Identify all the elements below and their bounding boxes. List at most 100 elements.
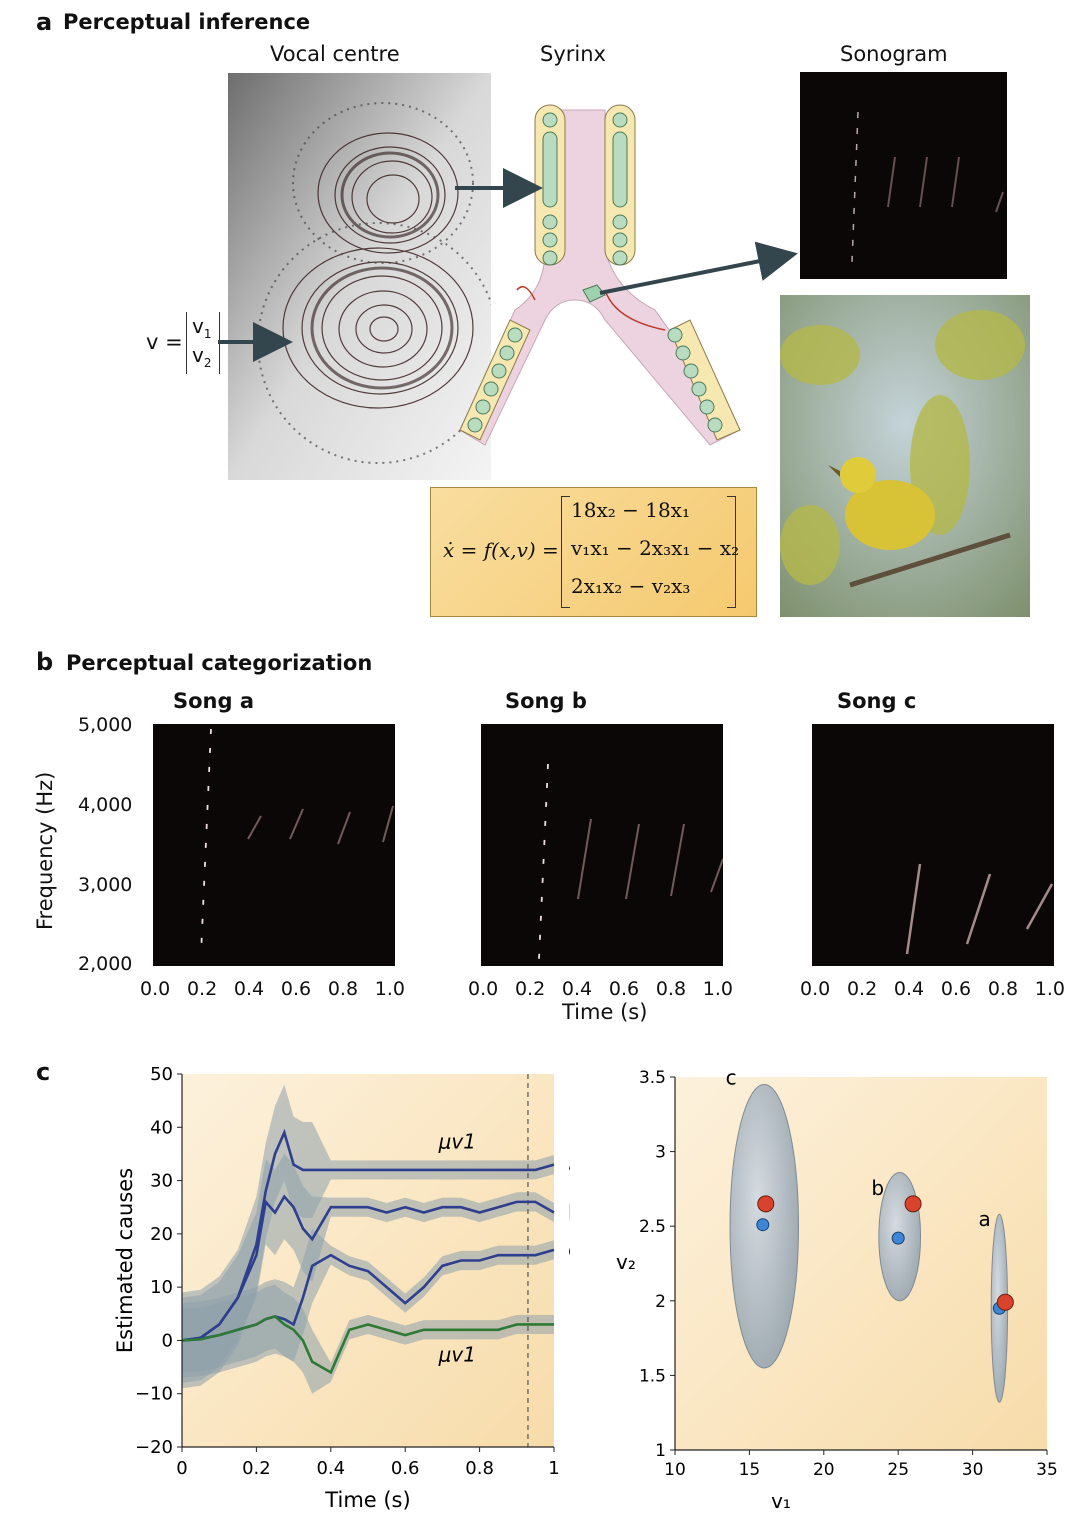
time-axis-label: Time (s) — [562, 1000, 648, 1024]
equation-box: ẋ = f(x,v) = 18x₂ − 18x₁ v₁x₁ − 2x₃x₁ − … — [430, 487, 757, 617]
y-tick-label: 10 — [150, 1277, 173, 1298]
xtick: 0.0 — [468, 978, 499, 1000]
syrinx-diagram — [459, 104, 741, 446]
xtick: 0.4 — [893, 978, 925, 1000]
panel-a-title: Perceptual inference — [63, 10, 311, 34]
equation-row-2: v₁x₁ − 2x₃x₁ − x₂ — [571, 536, 740, 560]
x-tick-label: 30 — [962, 1460, 984, 1480]
equation-row-1: 18x₂ − 18x₁ — [571, 498, 690, 522]
x-tick-label: 0.2 — [242, 1458, 271, 1479]
xtick: 0.2 — [514, 978, 546, 1000]
y-tick-label: 1 — [655, 1441, 666, 1461]
confidence-band-green — [182, 1284, 554, 1394]
series-label-b: b — [568, 1201, 570, 1225]
x-tick-label: 25 — [887, 1460, 909, 1480]
x-tick-label: 0.6 — [391, 1458, 420, 1479]
x-tick-label: 20 — [813, 1460, 835, 1480]
song-b-xticks: 0.0 0.2 0.4 0.6 0.8 1.0 — [468, 978, 733, 1000]
ytick-5000: 5,000 — [78, 714, 133, 736]
xtick: 1.0 — [1034, 978, 1065, 1000]
xtick: 0.6 — [280, 978, 312, 1000]
x-tick-label: 0 — [176, 1458, 187, 1479]
song-c-xticks: 0.0 0.2 0.4 0.6 0.8 1.0 — [800, 978, 1065, 1000]
y-tick-label: −20 — [135, 1437, 173, 1458]
song-b-title: Song b — [505, 689, 587, 713]
equation-lhs: ẋ = f(x,v) = — [443, 538, 559, 562]
estimated-point-1 — [891, 1231, 905, 1245]
xtick: 0.6 — [940, 978, 972, 1000]
estimated-causes-chart: abcμv1μv150403020100−10−2000.20.40.60.81… — [113, 1064, 570, 1512]
xtick: 0.8 — [655, 978, 687, 1000]
frequency-axis-label: Frequency (Hz) — [33, 771, 57, 930]
song-c-sonogram — [812, 724, 1054, 966]
song-a-title: Song a — [173, 689, 255, 713]
y-tick-label: 2.5 — [639, 1217, 666, 1237]
v1-component: v1 — [192, 314, 212, 341]
y-tick-label: 0 — [162, 1330, 173, 1351]
ellipse-label-b: b — [871, 1176, 884, 1200]
ytick-4000: 4,000 — [78, 794, 133, 816]
y-tick-label: 40 — [150, 1117, 173, 1138]
v-equals-label: v = — [146, 330, 183, 354]
mu-v1-annotation: μv1 — [438, 1130, 476, 1154]
y-tick-label: 50 — [150, 1064, 173, 1085]
v2-component: v2 — [192, 343, 212, 370]
xtick: 0.8 — [987, 978, 1019, 1000]
x-tick-label: 10 — [664, 1460, 686, 1480]
syrinx-label: Syrinx — [540, 42, 606, 66]
ytick-2000: 2,000 — [78, 953, 133, 975]
series-line-a — [181, 1128, 555, 1342]
vocal-centre-label: Vocal centre — [270, 42, 400, 66]
y-tick-label: 3 — [655, 1143, 666, 1163]
y-tick-label: 3.5 — [639, 1068, 666, 1088]
panel-c-letter: c — [36, 1058, 51, 1086]
estimated-point-0 — [756, 1218, 770, 1232]
x-axis-label: v₁ — [771, 1489, 791, 1513]
x-tick-label: 35 — [1036, 1460, 1058, 1480]
confidence-band-a — [182, 1084, 554, 1389]
x-tick-label: 15 — [739, 1460, 761, 1480]
lorenz-attractor-image — [228, 73, 491, 480]
true-point-2 — [996, 1293, 1014, 1311]
ytick-3000: 3,000 — [78, 874, 133, 896]
v1-v2-ellipse-chart: c b a 3.5 3 2.5 2 1.5 110 15 20 25 30 35 v₁ v₂ — [616, 1065, 1058, 1513]
xtick: 0.8 — [327, 978, 359, 1000]
xtick: 0.2 — [846, 978, 878, 1000]
series-line-green — [181, 1315, 554, 1375]
bird-photo — [780, 295, 1030, 617]
y-tick-label: 1.5 — [639, 1366, 666, 1386]
equation-left-bracket — [561, 496, 570, 608]
sonogram-label: Sonogram — [840, 42, 948, 66]
xtick: 0.2 — [186, 978, 218, 1000]
panel-b-title: Perceptual categorization — [66, 651, 373, 675]
song-c-title: Song c — [837, 689, 917, 713]
x-tick-label: 1 — [548, 1458, 559, 1479]
y-tick-label: −10 — [135, 1384, 173, 1405]
ellipse-label-c: c — [726, 1065, 737, 1089]
x-tick-label: 0.4 — [316, 1458, 345, 1479]
panel-a-letter: a — [36, 8, 53, 36]
xtick: 0.4 — [561, 978, 593, 1000]
xtick: 0.0 — [800, 978, 831, 1000]
y-axis-label: Estimated causes — [113, 1168, 137, 1353]
panel-b-letter: b — [36, 648, 54, 676]
equation-row-3: 2x₁x₂ − v₂x₃ — [571, 574, 691, 598]
xtick: 0.4 — [233, 978, 265, 1000]
y-tick-label: 20 — [150, 1224, 173, 1245]
series-label-c: c — [568, 1238, 570, 1262]
true-point-1 — [904, 1195, 922, 1213]
series-line-b — [181, 1194, 555, 1342]
xtick: 1.0 — [702, 978, 733, 1000]
true-point-0 — [757, 1195, 775, 1213]
mu-v-annotation: μv1 — [438, 1343, 476, 1367]
equation-right-bracket — [727, 496, 736, 608]
song-a-sonogram — [153, 724, 395, 966]
y-tick-label: 2 — [655, 1292, 666, 1312]
y-axis-label: v₂ — [616, 1250, 636, 1274]
panel-a-arrows — [218, 168, 798, 362]
series-label-a: a — [568, 1153, 570, 1177]
xtick: 0.0 — [140, 978, 171, 1000]
xtick: 0.6 — [608, 978, 640, 1000]
ellipse-label-a: a — [979, 1207, 991, 1231]
